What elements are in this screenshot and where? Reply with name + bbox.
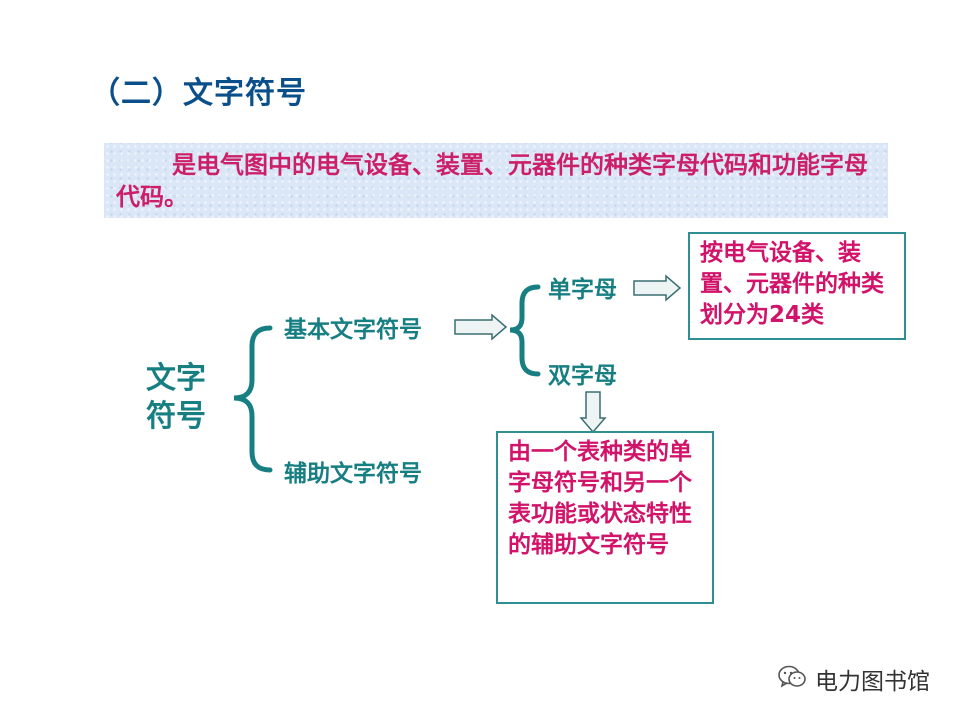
definition-text: 是电气图中的电气设备、装置、元器件的种类字母代码和功能字母代码。: [116, 151, 868, 211]
definition-banner: 是电气图中的电气设备、装置、元器件的种类字母代码和功能字母代码。: [104, 143, 888, 218]
watermark: 电力图书馆: [777, 662, 930, 696]
root-brace: [233, 325, 273, 473]
double-letter-note: 由一个表种类的单字母符号和另一个表功能或状态特性的辅助文字符号: [496, 431, 714, 604]
arrow-single-to-note: [633, 274, 682, 302]
basic-symbol-node: 基本文字符号: [284, 317, 422, 343]
root-node: 文字符号: [146, 361, 206, 434]
arrow-double-to-note: [579, 391, 607, 434]
letter-brace: [509, 284, 541, 377]
wechat-icon: [777, 664, 807, 694]
double-letter-node: 双字母: [548, 363, 617, 389]
arrow-basic-to-letters: [454, 313, 508, 341]
auxiliary-symbol-node: 辅助文字符号: [284, 461, 422, 487]
page-title: （二）文字符号: [90, 76, 307, 111]
single-letter-note: 按电气设备、装置、元器件的种类划分为24类: [688, 232, 906, 340]
single-letter-node: 单字母: [548, 277, 617, 303]
watermark-text: 电力图书馆: [815, 669, 930, 695]
